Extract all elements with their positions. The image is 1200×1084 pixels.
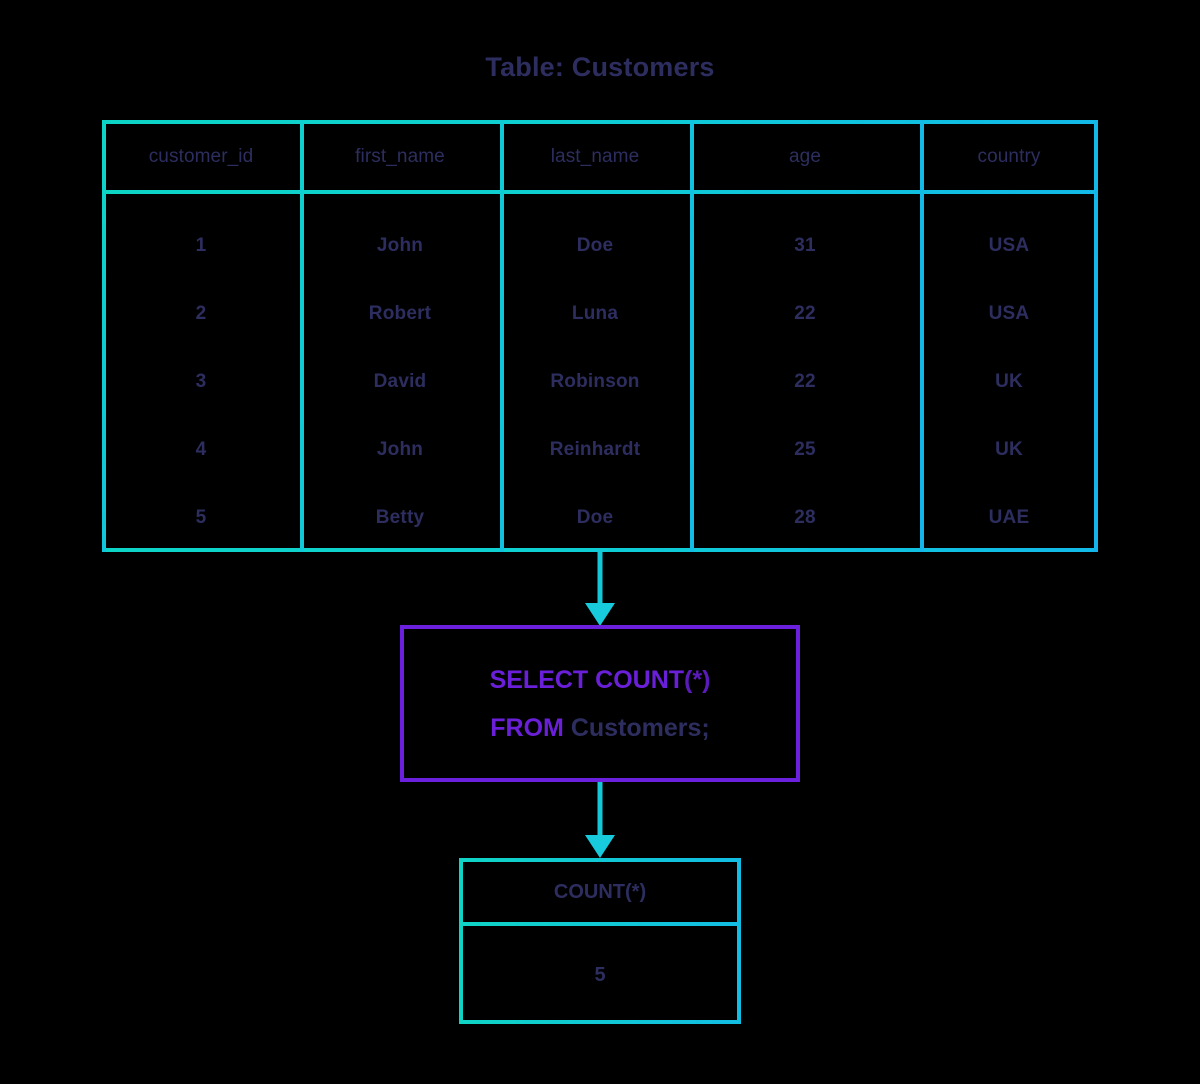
table-cell: UK	[995, 371, 1023, 392]
customers-table: customer_id first_name last_name age cou…	[102, 120, 1098, 552]
result-border-right	[737, 858, 741, 1024]
table-cell: Doe	[576, 235, 614, 256]
sql-query-box: SELECT COUNT(*) FROM Customers;	[400, 625, 800, 782]
result-border-top	[459, 858, 741, 862]
table-cell: Doe	[576, 507, 614, 528]
sql-table-reference: Customers;	[570, 713, 710, 742]
table-border-left	[102, 120, 106, 552]
table-cell: 28	[794, 507, 816, 528]
table-cell: USA	[988, 303, 1030, 324]
sql-keyword-from: FROM	[490, 713, 571, 742]
column-header-age: age	[788, 146, 821, 167]
result-value-cell: 5	[594, 963, 606, 986]
page-title: Table: Customers	[485, 52, 715, 82]
table-border-top	[102, 120, 1098, 124]
table-cell: Betty	[375, 507, 425, 528]
table-cell: 4	[195, 439, 207, 460]
table-cell: 31	[794, 235, 816, 256]
column-header-customer-id: customer_id	[148, 146, 254, 167]
down-arrow-icon	[585, 550, 615, 626]
table-cell: 5	[195, 507, 207, 528]
table-cell: 22	[794, 371, 816, 392]
table-cell: 1	[195, 235, 207, 256]
result-header-rule	[459, 922, 741, 926]
down-arrow-icon	[585, 782, 615, 858]
table-column-country: USA USA UK UK UAE	[920, 194, 1098, 552]
sql-star-arg: (*)	[684, 665, 711, 694]
column-divider-4	[920, 120, 924, 552]
table-cell: 25	[794, 439, 816, 460]
result-column-header: COUNT(*)	[553, 880, 647, 903]
column-divider-3	[690, 120, 694, 552]
table-cell: Robinson	[550, 371, 640, 392]
table-cell: John	[376, 235, 424, 256]
table-cell: 2	[195, 303, 207, 324]
table-header-rule	[102, 190, 1098, 194]
table-cell: Robert	[368, 303, 432, 324]
table-cell: Luna	[571, 303, 619, 324]
table-cell: UK	[995, 439, 1023, 460]
table-body: 1 2 3 4 5 John Robert David John Betty D…	[102, 194, 1098, 552]
column-header-last-name: last_name	[550, 146, 640, 167]
column-divider-2	[500, 120, 504, 552]
table-column-last-name: Doe Luna Robinson Reinhardt Doe	[500, 194, 690, 552]
result-border-bottom	[459, 1020, 741, 1024]
table-header-row: customer_id first_name last_name age cou…	[102, 120, 1098, 194]
sql-keyword-select-count: SELECT COUNT	[489, 665, 685, 694]
table-column-first-name: John Robert David John Betty	[300, 194, 500, 552]
table-cell: 22	[794, 303, 816, 324]
table-cell: David	[373, 371, 427, 392]
result-border-left	[459, 858, 463, 1024]
result-table: COUNT(*) 5	[459, 858, 741, 1024]
table-column-age: 31 22 22 25 28	[690, 194, 920, 552]
column-header-country: country	[977, 146, 1041, 167]
table-cell: Reinhardt	[549, 439, 641, 460]
table-cell: USA	[988, 235, 1030, 256]
sql-line-1: SELECT COUNT(*)	[490, 656, 711, 704]
table-cell: 3	[195, 371, 207, 392]
sql-line-2: FROM Customers;	[490, 704, 709, 752]
table-cell: UAE	[988, 507, 1030, 528]
table-cell: John	[376, 439, 424, 460]
column-header-first-name: first_name	[355, 146, 445, 167]
table-column-customer-id: 1 2 3 4 5	[102, 194, 300, 552]
table-border-right	[1094, 120, 1098, 552]
column-divider-1	[300, 120, 304, 552]
